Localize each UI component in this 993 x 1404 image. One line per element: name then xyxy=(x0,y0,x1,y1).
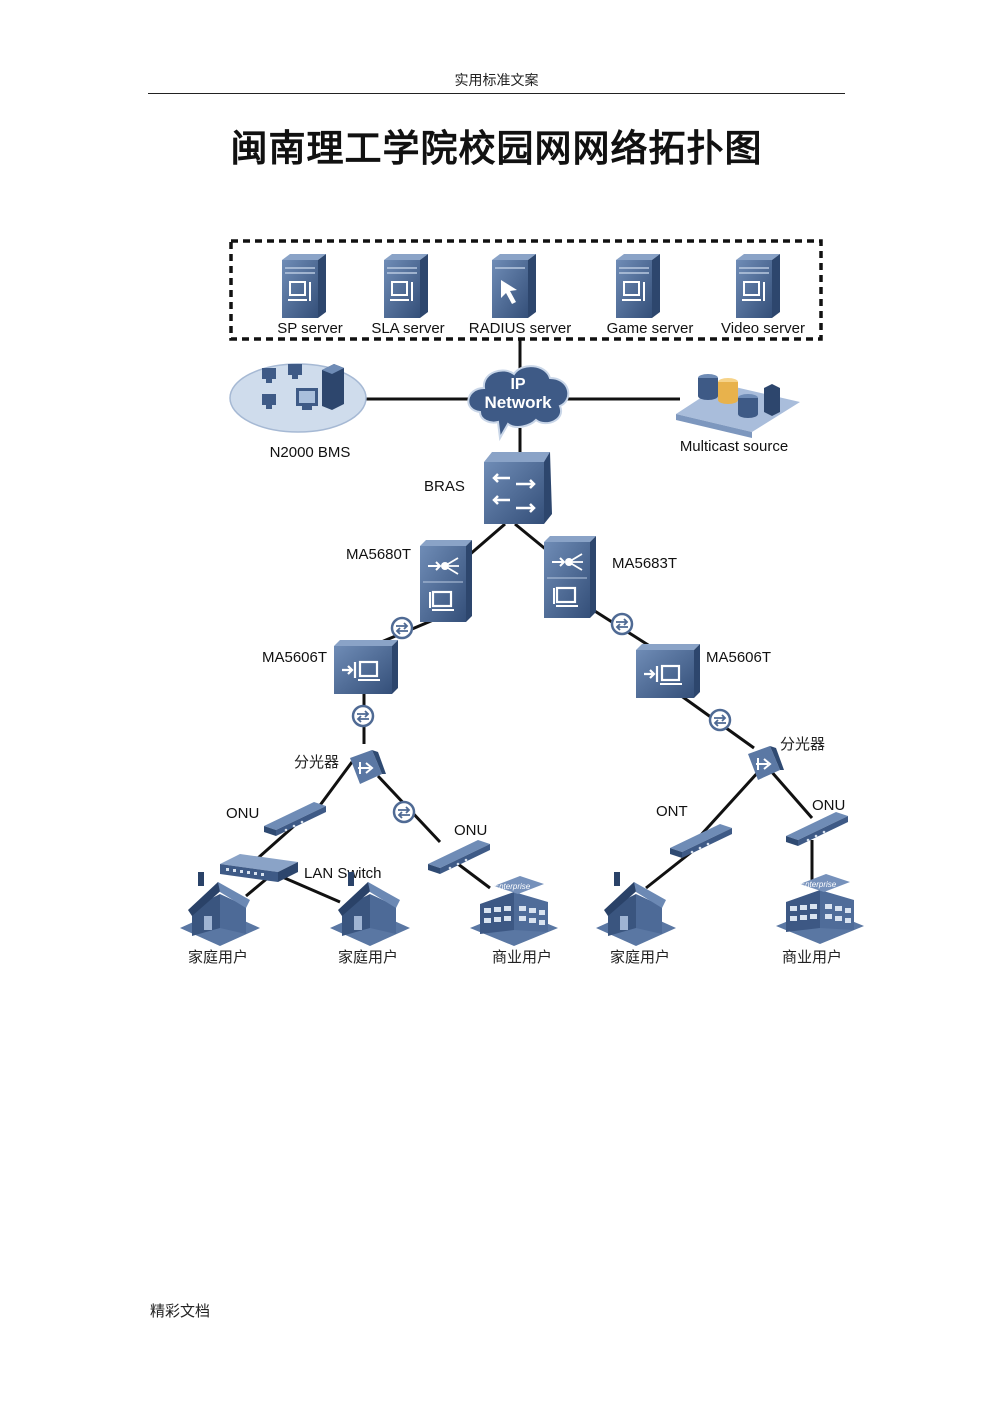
video-server-icon xyxy=(735,253,781,319)
multicast-source-label: Multicast source xyxy=(680,438,788,455)
ma5606t-left-mdu-icon xyxy=(332,638,400,696)
ma5606t-right-mdu-icon xyxy=(634,642,702,700)
sp-server-label: SP server xyxy=(277,320,343,337)
home-user-1-icon xyxy=(180,872,260,946)
video-server-label: Video server xyxy=(721,320,805,337)
ip-network-label-line1: IP xyxy=(510,376,525,393)
business-user-1-icon xyxy=(470,876,558,946)
home-user-2-icon xyxy=(330,872,410,946)
optical-link-icon xyxy=(390,616,414,640)
home-user-3-icon xyxy=(596,872,676,946)
radius-server-label: RADIUS server xyxy=(469,320,572,337)
onu-left-label: ONU xyxy=(226,805,259,822)
splitter-left-label: 分光器 xyxy=(294,753,339,771)
onu-right-label: ONU xyxy=(812,797,845,814)
ont-right-icon xyxy=(670,824,732,858)
optical-link-icon xyxy=(392,800,416,824)
page-header: 实用标准文案 xyxy=(454,73,539,89)
splitter-right-icon xyxy=(747,745,785,781)
sla-server-icon xyxy=(383,253,429,319)
business-user-2-icon xyxy=(776,874,864,944)
ma5683t-olt-icon xyxy=(542,534,598,620)
bras-label: BRAS xyxy=(424,478,465,495)
onu-mid-label: ONU xyxy=(454,822,487,839)
optical-link-icon xyxy=(610,612,634,636)
optical-link-icon xyxy=(708,708,732,732)
onu-left-icon xyxy=(264,802,326,836)
ma5606t-left-label: MA5606T xyxy=(262,649,327,666)
lan-switch-icon xyxy=(220,854,298,882)
document-title: 闽南理工学院校园网网络拓扑图 xyxy=(230,126,763,170)
server-farm: SP server SLA server RADIUS server Game … xyxy=(229,239,823,341)
business-user-1-label: 商业用户 xyxy=(492,948,552,966)
ont-right-label: ONT xyxy=(656,803,688,820)
ma5680t-olt-icon xyxy=(418,538,474,624)
home-user-1-label: 家庭用户 xyxy=(188,948,248,966)
lan-switch-label: LAN Switch xyxy=(304,865,382,882)
onu-right-icon xyxy=(786,812,848,846)
sp-server-icon xyxy=(281,253,327,319)
ip-network-cloud-icon: IP Network xyxy=(467,365,570,442)
home-user-2-label: 家庭用户 xyxy=(338,948,398,966)
multicast-source-icon xyxy=(676,374,800,438)
game-server-label: Game server xyxy=(607,320,694,337)
header-rule xyxy=(148,93,845,94)
ip-network-label-line2: Network xyxy=(484,393,552,412)
sla-server-label: SLA server xyxy=(371,320,444,337)
radius-server-icon xyxy=(492,254,536,318)
home-user-3-label: 家庭用户 xyxy=(610,948,670,966)
game-server-icon xyxy=(615,253,661,319)
ma5606t-right-label: MA5606T xyxy=(706,649,771,666)
optical-link-icon xyxy=(351,704,375,728)
bras-router-icon xyxy=(484,452,552,524)
ma5683t-label: MA5683T xyxy=(612,555,677,572)
onu-mid-icon xyxy=(428,840,490,874)
page-footer: 精彩文档 xyxy=(150,1302,211,1320)
business-user-2-label: 商业用户 xyxy=(782,948,842,966)
ma5680t-label: MA5680T xyxy=(346,546,411,563)
n2000-bms-label: N2000 BMS xyxy=(270,444,351,461)
splitter-right-label: 分光器 xyxy=(780,735,825,753)
n2000-bms-icon xyxy=(229,363,367,433)
